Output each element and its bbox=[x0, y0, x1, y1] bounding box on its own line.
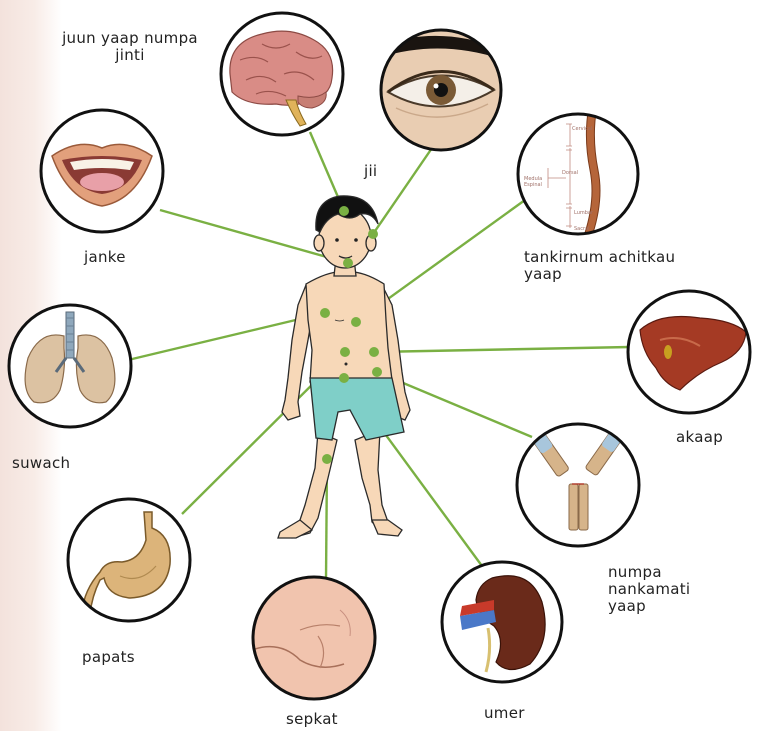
dot-mouth bbox=[343, 258, 353, 268]
spine-illustration: Cervical Dorsal Lumbar Sacral Medula Esp… bbox=[518, 112, 638, 236]
label-antibody-line-2: nankamati bbox=[608, 581, 690, 598]
kidney-illustration bbox=[442, 562, 562, 682]
spine-text-3: Sacral bbox=[574, 226, 590, 232]
dot-eye bbox=[368, 229, 378, 239]
label-mouth: janke bbox=[84, 249, 126, 266]
spine-text-5: Espinal bbox=[524, 182, 542, 188]
label-spine: tankirnum achitkau yaap bbox=[524, 249, 675, 283]
mouth-illustration bbox=[41, 110, 163, 232]
label-spine-line-2: yaap bbox=[524, 266, 675, 283]
label-kidney: umer bbox=[484, 705, 525, 722]
label-brain: juun yaap numpa jinti bbox=[40, 30, 220, 64]
skin-illustration bbox=[252, 577, 375, 699]
spine-text-2: Lumbar bbox=[574, 210, 594, 216]
liver-illustration bbox=[628, 291, 750, 413]
dot-stomach bbox=[340, 347, 350, 357]
spine-text-0: Cervical bbox=[572, 126, 592, 132]
label-skin: sepkat bbox=[286, 711, 338, 728]
boy-figure bbox=[278, 196, 410, 538]
connector-eye bbox=[373, 148, 432, 234]
connector-liver bbox=[374, 347, 630, 352]
lungs-illustration bbox=[9, 305, 131, 427]
label-stomach: papats bbox=[82, 649, 135, 666]
eye-illustration bbox=[378, 30, 504, 150]
label-liver: akaap bbox=[676, 429, 723, 446]
dot-lungs bbox=[320, 308, 330, 318]
label-stomach-line-1: papats bbox=[82, 649, 135, 666]
label-liver-line-1: akaap bbox=[676, 429, 723, 446]
label-mouth-line-1: janke bbox=[84, 249, 126, 266]
dot-skin bbox=[322, 454, 332, 464]
dot-antibody bbox=[372, 367, 382, 377]
label-skin-line-1: sepkat bbox=[286, 711, 338, 728]
label-antibody-line-3: yaap bbox=[608, 598, 690, 615]
label-eye-line-1: jii bbox=[364, 163, 377, 180]
dot-liver bbox=[369, 347, 379, 357]
label-eye: jii bbox=[364, 163, 377, 180]
spine-text-1: Dorsal bbox=[562, 170, 578, 176]
label-spine-line-1: tankirnum achitkau bbox=[524, 249, 675, 266]
label-lungs-line-1: suwach bbox=[12, 455, 70, 472]
label-lungs: suwach bbox=[12, 455, 70, 472]
stomach-illustration bbox=[68, 499, 190, 621]
label-brain-line-2: jinti bbox=[40, 47, 220, 64]
label-kidney-line-1: umer bbox=[484, 705, 525, 722]
label-brain-line-1: juun yaap numpa bbox=[40, 30, 220, 47]
dot-brain bbox=[339, 206, 349, 216]
brain-illustration bbox=[221, 13, 343, 135]
antibody-illustration bbox=[517, 424, 639, 546]
dot-spine bbox=[351, 317, 361, 327]
label-antibody-line-1: numpa bbox=[608, 564, 690, 581]
label-antibody: numpa nankamati yaap bbox=[608, 564, 690, 615]
dot-kidney bbox=[339, 373, 349, 383]
